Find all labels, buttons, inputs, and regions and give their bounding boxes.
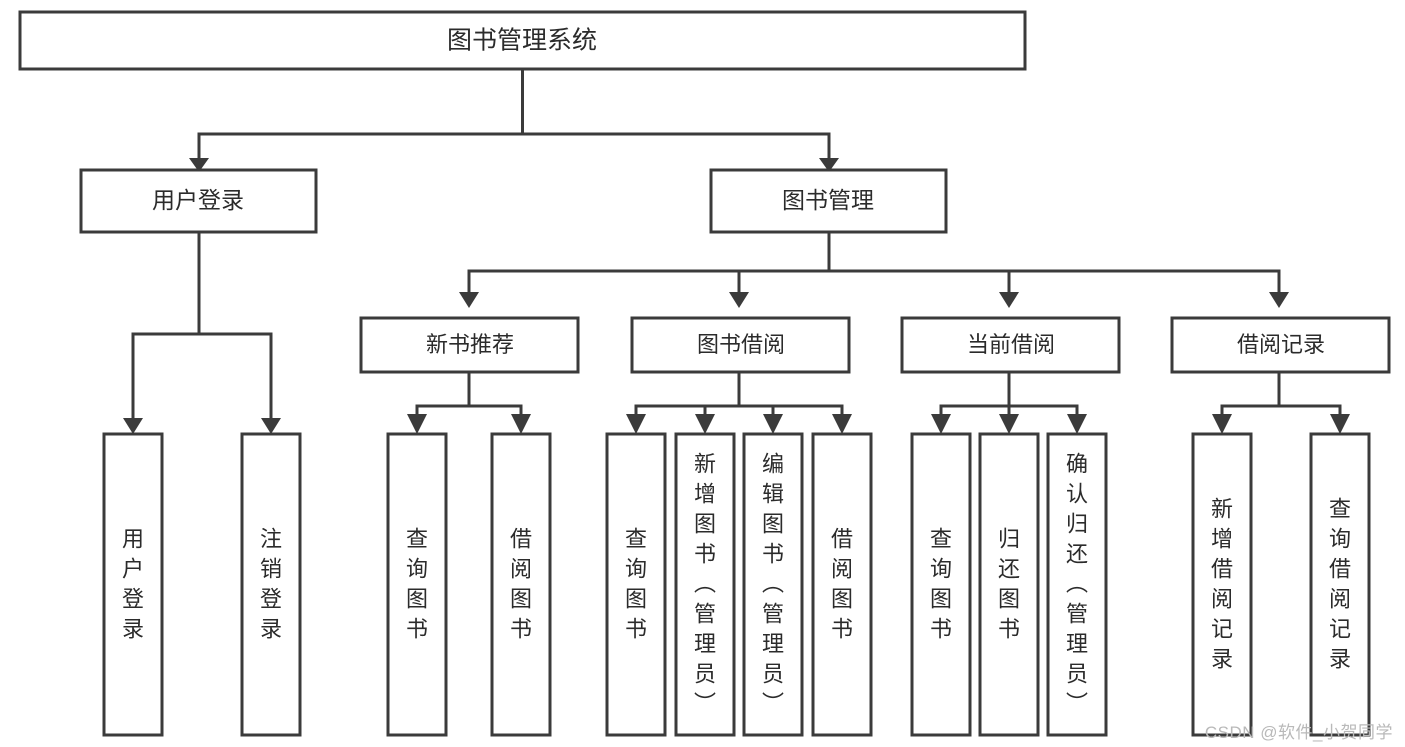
arrow-to-leaf-return-book xyxy=(999,414,1019,434)
node-borrow-record-label: 借阅记录 xyxy=(1237,332,1325,357)
arrow-to-new-book-rec xyxy=(459,292,479,308)
arrow-to-leaf-borrow-book-2 xyxy=(832,414,852,434)
node-user-login-label: 用户登录 xyxy=(152,187,244,213)
leaf-return-book[interactable] xyxy=(978,432,1040,737)
leaf-borrow-book-2-box[interactable] xyxy=(811,432,873,737)
leaf-logout-label: 注销登录 xyxy=(260,527,282,642)
arrow-to-leaf-confirm-return xyxy=(1067,414,1087,434)
arrow-to-leaf-query-book-2 xyxy=(626,414,646,434)
node-new-book-rec[interactable]: 新书推荐 xyxy=(359,316,580,374)
leaf-query-book-1-box[interactable] xyxy=(386,432,448,737)
leaf-query-book-2[interactable] xyxy=(605,432,667,737)
leaf-query-book-2-box[interactable] xyxy=(605,432,667,737)
node-book-manage[interactable]: 图书管理 xyxy=(709,168,948,234)
node-user-login-box[interactable] xyxy=(79,168,318,234)
arrow-to-leaf-query-record xyxy=(1330,414,1350,434)
node-current-borrow-label: 当前借阅 xyxy=(967,332,1055,357)
leaf-edit-book-label: 编辑图书（管理员） xyxy=(762,452,784,717)
connector-book-borrow-bus xyxy=(634,370,844,422)
connector-current-borrow-bus xyxy=(939,370,1079,422)
node-current-borrow-box[interactable] xyxy=(900,316,1121,374)
leaf-query-record-box[interactable] xyxy=(1309,432,1371,737)
leaf-text-layer: 用户登录 注销登录 查询图书 借阅图书 查询图书 新增图书（管理员） 编辑图书（管理员） 借阅… xyxy=(122,452,1351,717)
leaf-borrow-book-2-label: 借阅图书 xyxy=(831,527,853,642)
arrow-to-leaf-add-record xyxy=(1212,414,1232,434)
leaf-confirm-return-label: 确认归还（管理员） xyxy=(1066,452,1088,717)
connector-new-book-rec-bus xyxy=(415,370,523,422)
leaf-edit-book[interactable] xyxy=(742,432,804,737)
leaf-query-book-3[interactable] xyxy=(910,432,972,737)
leaf-borrow-book-1[interactable] xyxy=(490,432,552,737)
connector-layer xyxy=(123,67,1350,434)
watermark-text: CSDN @软件_小贺同学 xyxy=(1204,723,1393,742)
arrow-to-borrow-record xyxy=(1269,292,1289,308)
leaf-logout[interactable] xyxy=(240,432,302,737)
leaf-add-book[interactable] xyxy=(674,432,736,737)
arrow-to-leaf-add-book xyxy=(695,414,715,434)
node-book-manage-box[interactable] xyxy=(709,168,948,234)
leaf-borrow-book-2[interactable] xyxy=(811,432,873,737)
node-book-manage-label: 图书管理 xyxy=(782,187,874,213)
arrow-to-leaf-user-login xyxy=(123,418,143,434)
leaf-add-record[interactable] xyxy=(1191,432,1253,737)
leaf-return-book-label: 归还图书 xyxy=(998,527,1020,642)
node-root-box[interactable] xyxy=(18,10,1027,71)
node-new-book-rec-label: 新书推荐 xyxy=(426,332,514,357)
arrow-to-leaf-edit-book xyxy=(763,414,783,434)
leaf-query-book-2-label: 查询图书 xyxy=(625,527,647,642)
leaf-query-book-1-label: 查询图书 xyxy=(406,527,428,642)
leaf-query-book-1[interactable] xyxy=(386,432,448,737)
leaf-query-book-3-label: 查询图书 xyxy=(930,527,952,642)
connector-book-manage-bus xyxy=(467,230,1281,294)
node-book-borrow-box[interactable] xyxy=(630,316,851,374)
arrow-to-leaf-query-book-1 xyxy=(407,414,427,434)
leaf-query-record[interactable] xyxy=(1309,432,1371,737)
leaf-edit-book-box[interactable] xyxy=(742,432,804,737)
arrow-to-leaf-borrow-book-1 xyxy=(511,414,531,434)
leaf-return-book-box[interactable] xyxy=(978,432,1040,737)
leaf-query-record-label: 查询借阅记录 xyxy=(1329,497,1351,672)
leaf-user-login[interactable] xyxy=(102,432,164,737)
connector-root-bus xyxy=(197,67,831,160)
leaf-confirm-return[interactable] xyxy=(1046,432,1108,737)
node-current-borrow[interactable]: 当前借阅 xyxy=(900,316,1121,374)
arrow-to-leaf-query-book-3 xyxy=(931,414,951,434)
leaf-borrow-book-1-box[interactable] xyxy=(490,432,552,737)
node-borrow-record-box[interactable] xyxy=(1170,316,1391,374)
arrow-to-book-manage xyxy=(819,158,839,172)
arrow-to-leaf-logout xyxy=(261,418,281,434)
leaf-query-book-3-box[interactable] xyxy=(910,432,972,737)
connector-borrow-record-bus xyxy=(1220,370,1342,422)
connector-user-login-bus xyxy=(131,230,273,422)
leaf-logout-box[interactable] xyxy=(240,432,302,737)
node-book-borrow[interactable]: 图书借阅 xyxy=(630,316,851,374)
arrow-to-user-login xyxy=(189,158,209,172)
node-user-login[interactable]: 用户登录 xyxy=(79,168,318,234)
leaf-user-login-label: 用户登录 xyxy=(122,527,144,642)
node-root[interactable]: 图书管理系统 xyxy=(18,10,1027,71)
node-root-label: 图书管理系统 xyxy=(447,27,597,55)
leaf-user-login-box[interactable] xyxy=(102,432,164,737)
arrow-to-book-borrow xyxy=(729,292,749,308)
leaf-add-book-label: 新增图书（管理员） xyxy=(694,452,716,717)
leaf-add-record-label: 新增借阅记录 xyxy=(1211,497,1233,672)
leaf-add-book-box[interactable] xyxy=(674,432,736,737)
node-borrow-record[interactable]: 借阅记录 xyxy=(1170,316,1391,374)
leaf-confirm-return-box[interactable] xyxy=(1046,432,1108,737)
node-new-book-rec-box[interactable] xyxy=(359,316,580,374)
node-book-borrow-label: 图书借阅 xyxy=(697,332,785,357)
leaf-add-record-box[interactable] xyxy=(1191,432,1253,737)
arrow-to-current-borrow xyxy=(999,292,1019,308)
leaf-borrow-book-1-label: 借阅图书 xyxy=(510,527,532,642)
